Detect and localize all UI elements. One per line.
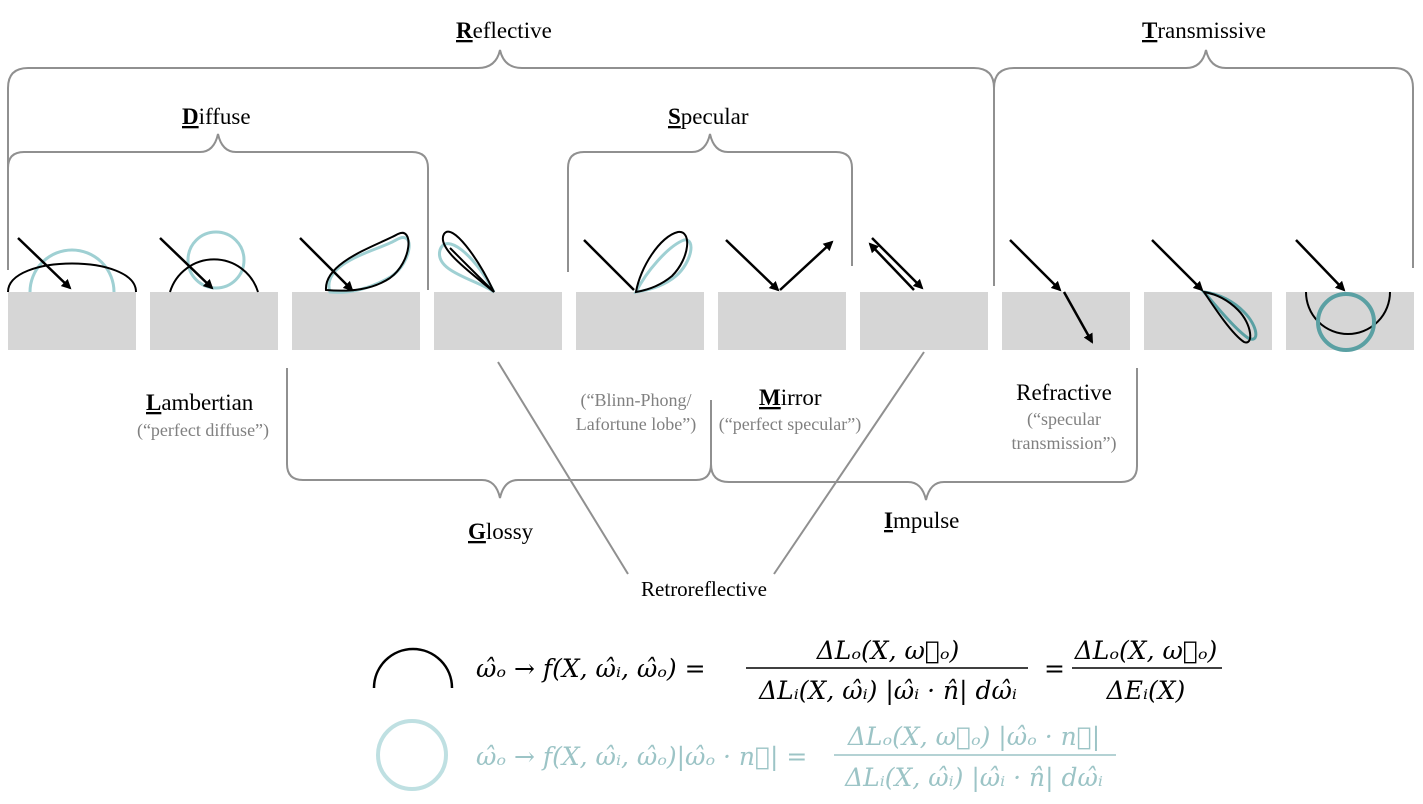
lambertian-note: (“perfect diffuse”)	[137, 420, 269, 441]
surface-block	[1002, 292, 1130, 350]
specular-label: Specular	[668, 104, 749, 129]
category-brackets	[7, 49, 1414, 575]
glossy-bracket	[286, 368, 712, 499]
reflective-label: Reflective	[456, 18, 552, 43]
surface-block	[434, 292, 562, 350]
refractive-note-line1: (“specular	[1027, 409, 1101, 430]
eq1-lhs: ω̂ₒ → f(X, ω̂ᵢ, ω̂ₒ) =	[476, 654, 706, 683]
lobe-specular	[583, 230, 693, 294]
equation-2: ω̂ₒ → f(X, ω̂ᵢ, ω̂ₒ)|ω̂ₒ · n⃗| = ΔLₒ(X, …	[476, 722, 1116, 793]
retroreflective-line-left	[497, 361, 629, 575]
lambertian-label: Lambertian	[146, 390, 254, 415]
refractive-label: Refractive	[1016, 380, 1112, 405]
surface-block	[576, 292, 704, 350]
lobe-transmissive-diffuse	[1295, 239, 1391, 352]
transmissive-label: Transmissive	[1142, 18, 1266, 43]
half-circle-icon	[372, 647, 454, 689]
surface-block	[150, 292, 278, 350]
glossy-label: Glossy	[468, 519, 534, 544]
surface-block	[1286, 292, 1414, 350]
refractive-note-line2: transmission”)	[1012, 433, 1117, 454]
eq2-lhs: ω̂ₒ → f(X, ω̂ᵢ, ω̂ₒ)|ω̂ₒ · n⃗| =	[476, 742, 807, 772]
specular-bracket	[567, 133, 853, 272]
mirror-label: Mirror	[759, 385, 822, 410]
lobe-mirror	[725, 239, 834, 292]
surface-block	[292, 292, 420, 350]
blinn-phong-note-line1: (“Blinn-Phong/	[581, 390, 692, 411]
eq2-frac-denominator: ΔLᵢ(X, ω̂ᵢ) |ω̂ᵢ · n̂| dω̂ᵢ	[844, 763, 1103, 793]
surface-block	[8, 292, 136, 350]
lobe-lambertian-wide	[7, 237, 137, 293]
eq1-frac1-numerator: ΔLₒ(X, ω⃗ₒ)	[816, 636, 960, 665]
eq1-frac2-numerator: ΔLₒ(X, ω⃗ₒ)	[1074, 636, 1218, 665]
retroreflective-line-right	[773, 351, 925, 575]
lobe-glossy-broad	[299, 231, 411, 294]
lobe-retroreflective	[438, 230, 496, 294]
eq1-frac2-denominator: ΔEᵢ(X)	[1106, 676, 1186, 705]
transmissive-bracket	[993, 49, 1414, 268]
lobe-lambertian-round	[159, 230, 259, 293]
surface-block	[718, 292, 846, 350]
eq2-frac-numerator: ΔLₒ(X, ω⃗ₒ) |ω̂ₒ · n⃗|	[847, 722, 1100, 752]
surface-blocks	[8, 292, 1414, 350]
lobe-retro-mirror	[868, 237, 924, 291]
retroreflective-label: Retroreflective	[641, 577, 767, 601]
lobe-transmissive	[1151, 239, 1258, 344]
mirror-note: (“perfect specular”)	[719, 414, 861, 435]
blinn-phong-note-line2: Lafortune lobe”)	[576, 414, 696, 435]
diffuse-bracket	[7, 133, 429, 290]
lobe-refractive	[1009, 239, 1094, 344]
circle-icon	[376, 719, 448, 791]
eq1-frac1-denominator: ΔLᵢ(X, ω̂ᵢ) |ω̂ᵢ · n̂| dω̂ᵢ	[758, 676, 1017, 706]
reflective-bracket	[7, 49, 995, 286]
equation-1: ω̂ₒ → f(X, ω̂ᵢ, ω̂ₒ) = ΔLₒ(X, ω⃗ₒ) ΔLᵢ(X…	[476, 636, 1222, 706]
eq1-equals: =	[1044, 654, 1065, 683]
diffuse-label: Diffuse	[182, 104, 251, 129]
impulse-bracket	[710, 368, 1138, 501]
surface-block	[860, 292, 988, 350]
impulse-label: Impulse	[884, 508, 959, 533]
